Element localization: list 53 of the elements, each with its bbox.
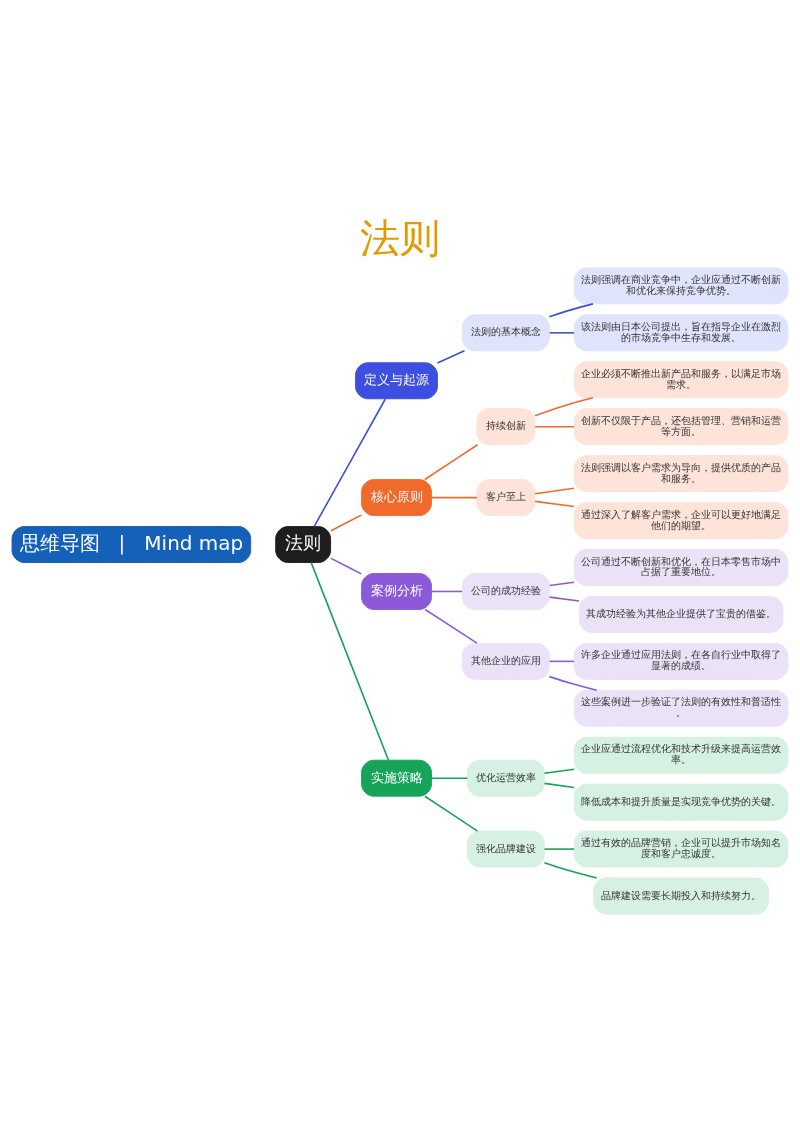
node-box: 通过有效的品牌营销，企业可以提升市场知名度和客户忠诚度。 — [573, 830, 789, 868]
node-box: 公司的成功经验 — [461, 573, 550, 610]
diagram-title: 法则 — [360, 214, 440, 261]
node-box: 优化运营效率 — [466, 759, 545, 797]
connector — [543, 861, 598, 879]
node-box: 通过深入了解客户需求，企业可以更好地满足他们的期望。 — [573, 502, 789, 540]
connector — [330, 514, 363, 532]
connector — [313, 398, 387, 528]
connector — [534, 396, 594, 417]
node-box: 法则 — [275, 526, 332, 563]
connector — [543, 768, 575, 774]
connector — [548, 675, 598, 692]
node-box: 创新不仅限于产品，还包括管理、营销和运营等方面。 — [573, 408, 789, 446]
connector — [548, 303, 594, 318]
node-box: 该法则由日本公司提出，旨在指导企业在激烈的市场竞争中生存和发展。 — [573, 314, 789, 352]
connector — [430, 777, 469, 779]
node-box: 法则强调以客户需求为导向，提供优质的产品和服务。 — [573, 455, 789, 493]
node-box: 法则的基本概念 — [461, 314, 550, 352]
connector — [310, 562, 390, 761]
node-box: 公司通过不断创新和优化，在日本零售市场中占据了重要地位。 — [573, 549, 789, 586]
connector — [430, 496, 478, 499]
node-box: 强化品牌建设 — [466, 830, 545, 868]
connector — [424, 443, 479, 481]
connector — [534, 425, 575, 428]
connector — [424, 795, 479, 832]
connector — [424, 608, 478, 644]
node-box: 这些案例进一步验证了法则的有效性和普适性。 — [573, 689, 789, 727]
node-box: 核心原则 — [361, 479, 432, 517]
connector — [548, 596, 580, 602]
node-box: 降低成本和提升质量是实现竞争优势的关键。 — [573, 783, 789, 821]
connector — [534, 487, 575, 495]
connector — [543, 782, 575, 789]
node-box: 法则强调在商业竞争中，企业应通过不断创新和优化来保持竞争优势。 — [573, 267, 789, 305]
node-box: 企业应通过流程优化和技术升级来提高运营效率。 — [573, 736, 789, 774]
label: 思维导图 | Mind map — [19, 530, 244, 555]
node-box: 客户至上 — [476, 479, 536, 517]
node-box: 许多企业通过应用法则，在各自行业中取得了显著的成绩。 — [573, 642, 789, 680]
node-box: 实施策略 — [361, 759, 432, 797]
node-box: 案例分析 — [361, 573, 432, 610]
node-box: 其成功经验为其他企业提供了宝贵的借鉴。 — [578, 595, 784, 633]
connector — [330, 557, 363, 575]
node-box: 企业必须不断推出新产品和服务，以满足市场需求。 — [573, 361, 789, 399]
node-box: 定义与起源 — [355, 362, 438, 400]
connector — [543, 848, 575, 850]
connector — [534, 500, 575, 508]
node-box: 其他企业的应用 — [461, 642, 550, 680]
connector — [548, 581, 575, 587]
node-box: 品牌建设需要长期投入和持续努力。 — [593, 877, 769, 915]
node-box: 持续创新 — [476, 408, 536, 446]
connector — [430, 590, 463, 593]
connector — [436, 350, 466, 364]
connector — [548, 332, 575, 334]
connector — [548, 660, 575, 663]
